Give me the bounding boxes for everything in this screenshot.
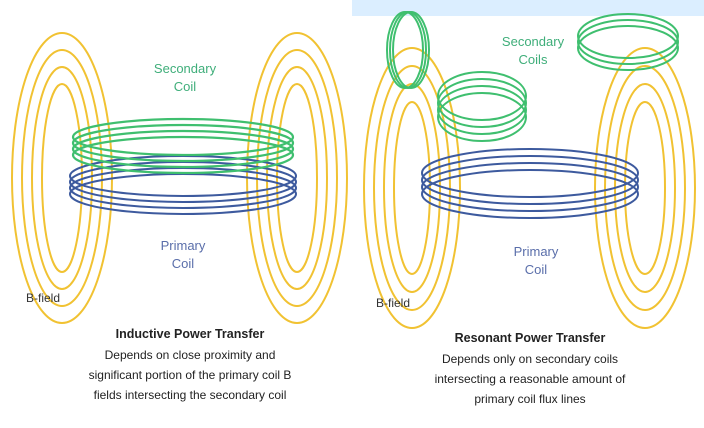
left-b-field-left-ring (21, 49, 103, 307)
right-b-field-right-ring (604, 65, 686, 311)
left-secondary-ring (71, 129, 295, 169)
right-secondary-label: Secondary Coils (478, 33, 588, 69)
left-b-field-left-ring (31, 66, 93, 290)
right-b-field-left-ring (383, 83, 441, 293)
left-b-field-right-ring (256, 49, 338, 307)
left-secondary-coil (71, 117, 295, 175)
left-secondary-label: Secondary Coil (130, 60, 240, 96)
right-primary-label: Primary Coil (481, 243, 591, 279)
right-secondary-label-line2: Coils (518, 52, 548, 67)
right-secondary-coil-small (386, 11, 430, 89)
left-b-field-right-ring (266, 66, 328, 290)
top-band (352, 0, 704, 16)
left-b-field-right-ring (246, 32, 348, 324)
left-b-field-left-ring (11, 32, 113, 324)
right-primary-label-line2: Coil (524, 262, 548, 277)
left-primary-label-line1: Primary (160, 238, 206, 253)
left-caption-title: Inductive Power Transfer (115, 327, 265, 341)
left-secondary-ring (71, 123, 295, 163)
right-secondary-middle-ring (437, 92, 527, 142)
right-secondary-top-right-ring (577, 13, 679, 59)
right-primary-ring (421, 155, 639, 205)
right-bfield-label: B-field (376, 296, 411, 310)
left-b-field-right-ring (276, 83, 318, 273)
right-secondary-middle-ring (437, 78, 527, 128)
right-secondary-coil-top-right (577, 13, 679, 71)
right-b-field-left-ring (393, 101, 431, 275)
right-secondary-small-ring (392, 11, 430, 89)
right-b-field-left-ring (373, 65, 451, 311)
right-b-field-right-ring (624, 101, 666, 275)
left-secondary-label-line2: Coil (173, 79, 197, 94)
left-primary-label-line2: Coil (171, 256, 195, 271)
left-secondary-ring (71, 117, 295, 157)
right-primary-ring (421, 162, 639, 212)
left-caption: Inductive Power Transfer Depends on clos… (40, 327, 340, 405)
right-caption-description: Depends only on secondary coils intersec… (434, 352, 626, 406)
right-secondary-coil-middle (437, 71, 527, 142)
right-secondary-top-right-ring (577, 19, 679, 65)
right-b-field-lines (363, 47, 696, 329)
right-caption-title: Resonant Power Transfer (454, 331, 606, 345)
right-secondary-middle-ring (437, 85, 527, 135)
right-secondary-top-right-ring (577, 25, 679, 71)
right-secondary-middle-ring (437, 71, 527, 121)
right-caption: Resonant Power Transfer Depends only on … (385, 331, 675, 409)
left-secondary-ring (71, 135, 295, 175)
left-primary-label: Primary Coil (128, 237, 238, 273)
left-caption-description: Depends on close proximity and significa… (88, 348, 292, 402)
left-primary-coil (69, 155, 297, 215)
right-primary-label-line1: Primary (513, 244, 559, 259)
left-bfield-label: B-field (26, 291, 61, 305)
right-secondary-label-line1: Secondary (501, 34, 565, 49)
right-primary-ring (421, 148, 639, 198)
right-primary-ring (421, 169, 639, 219)
right-b-field-right-ring (594, 47, 696, 329)
left-secondary-label-line1: Secondary (153, 61, 217, 76)
right-b-field-left-ring (363, 47, 461, 329)
right-primary-coil (421, 148, 639, 219)
left-b-field-left-ring (41, 83, 83, 273)
